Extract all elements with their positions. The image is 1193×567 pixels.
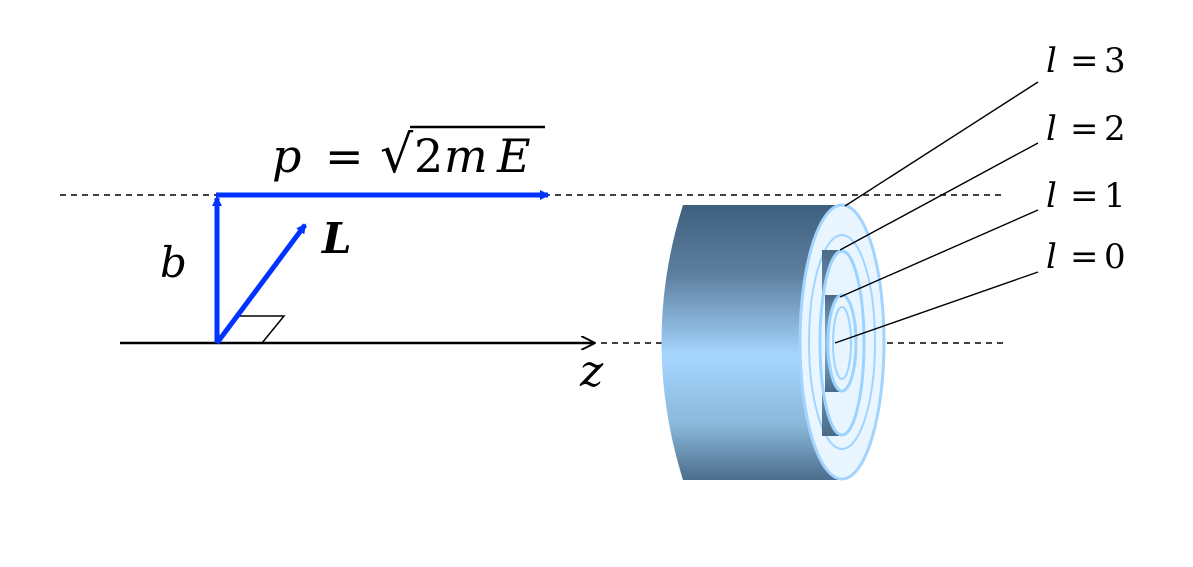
- shell-l1-value: 1: [1104, 176, 1126, 216]
- shell-label-l1: l = 1: [1046, 176, 1126, 216]
- shell-l2-value: 2: [1104, 109, 1126, 149]
- shell-label-l2: l = 2: [1046, 109, 1126, 149]
- shell-l1-equals: =: [1070, 176, 1099, 216]
- shell-l3-equals: =: [1070, 41, 1099, 81]
- momentum-energy: E: [496, 129, 531, 183]
- shell-l2-symbol: l: [1046, 109, 1057, 149]
- angular-momentum-label: L: [321, 214, 352, 263]
- momentum-two: 2: [414, 129, 443, 183]
- momentum-equals: =: [325, 129, 364, 183]
- leader-line-l0: [834, 271, 1039, 344]
- shell-l3-value: 3: [1104, 41, 1126, 81]
- momentum-mass: m: [444, 129, 488, 183]
- shell-l0-symbol: l: [1046, 237, 1057, 277]
- shell-label-l0: l = 0: [1046, 237, 1126, 277]
- sqrt-sign: √: [380, 125, 414, 185]
- momentum-label: p = √ 2 m E: [272, 125, 545, 185]
- shell-l1-symbol: l: [1046, 176, 1057, 216]
- momentum-symbol: p: [272, 129, 301, 183]
- shell-l2-equals: =: [1070, 109, 1099, 149]
- right-angle-marker: [237, 315, 286, 344]
- leader-line-l1: [839, 209, 1039, 298]
- shell-label-l3: l = 3: [1046, 41, 1126, 81]
- leader-line-l3: [844, 81, 1039, 207]
- shell-l0-equals: =: [1070, 237, 1099, 277]
- shell-l3-symbol: l: [1046, 41, 1057, 81]
- leader-line-l2: [839, 142, 1039, 251]
- impact-parameter-label: b: [160, 238, 187, 287]
- shell-l0-value: 0: [1104, 237, 1126, 277]
- axis-label-z: z: [579, 346, 604, 397]
- angular-momentum-vector: [214, 223, 308, 345]
- cylinder: [661, 203, 886, 481]
